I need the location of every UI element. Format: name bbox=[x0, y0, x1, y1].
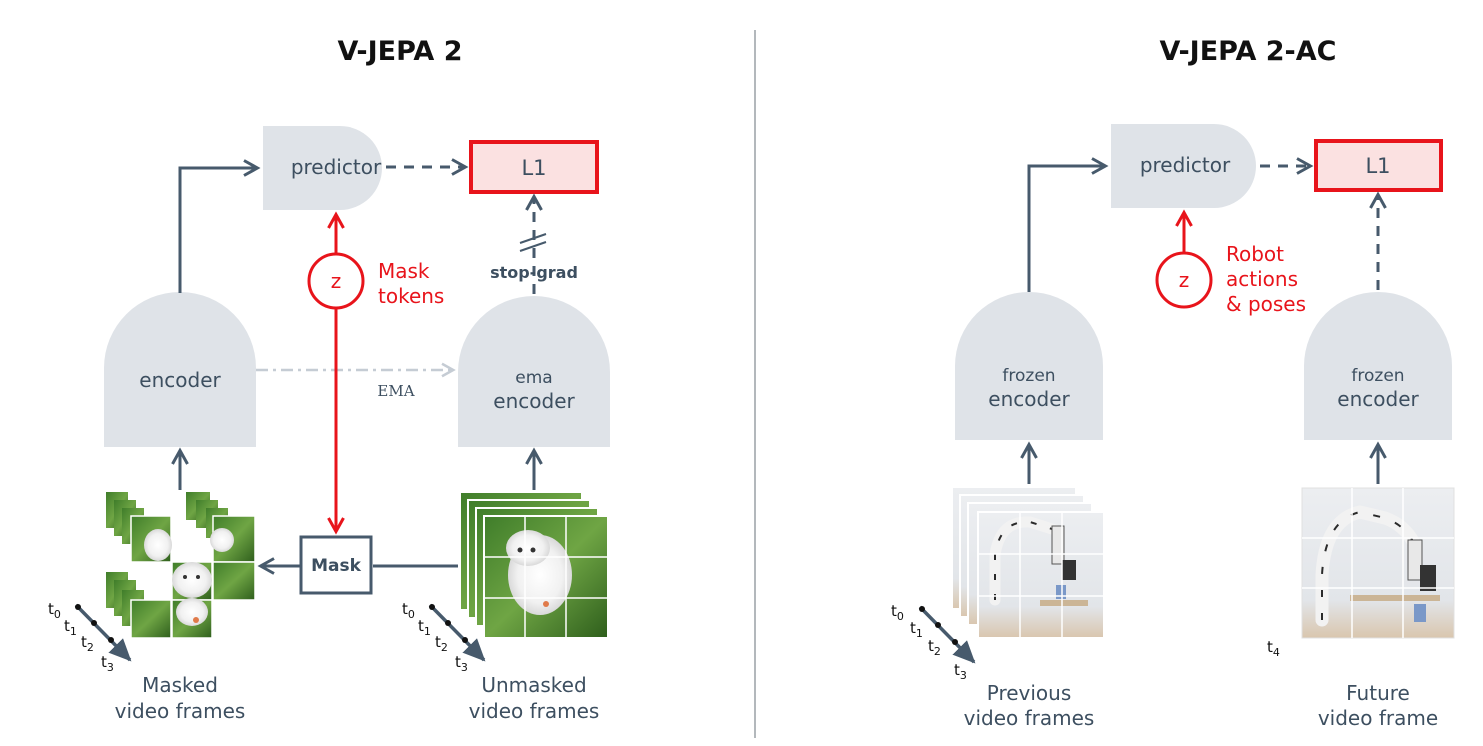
right-loss-box bbox=[1314, 139, 1443, 192]
previous-caption-2: video frames bbox=[964, 706, 1095, 730]
masked-time-axis: t0 t1 t2 t3 bbox=[48, 600, 132, 674]
unmasked-t2: t2 bbox=[435, 633, 448, 654]
right-frozen-encoder-future bbox=[1304, 292, 1452, 440]
masked-t2: t2 bbox=[81, 633, 94, 654]
stop-grad-slash-1 bbox=[519, 233, 547, 244]
stop-grad-slash-2 bbox=[519, 241, 547, 252]
previous-t1: t1 bbox=[910, 619, 923, 640]
right-frozen-encoder-future-label-2: encoder bbox=[1337, 387, 1419, 411]
left-z-label: z bbox=[331, 269, 342, 293]
masked-caption-1: Masked bbox=[142, 673, 218, 697]
masked-t3: t3 bbox=[101, 653, 114, 674]
mask-tokens-label-1: Mask bbox=[378, 259, 430, 283]
right-panel-title: V-JEPA 2-AC bbox=[1160, 36, 1337, 67]
unmasked-caption-2: video frames bbox=[469, 699, 600, 723]
right-loss-label: L1 bbox=[1365, 154, 1390, 178]
robot-actions-label-1: Robot bbox=[1226, 242, 1284, 266]
mask-tokens-label-2: tokens bbox=[378, 284, 444, 308]
left-ema-encoder-label-2: encoder bbox=[493, 389, 575, 413]
left-panel-title: V-JEPA 2 bbox=[337, 36, 462, 67]
right-z-label: z bbox=[1179, 268, 1190, 292]
left-loss-label: L1 bbox=[521, 156, 546, 180]
masked-caption-2: video frames bbox=[115, 699, 246, 723]
previous-caption-1: Previous bbox=[987, 681, 1072, 705]
ema-label: EMA bbox=[377, 382, 414, 400]
unmasked-t3: t3 bbox=[455, 653, 468, 674]
future-caption-1: Future bbox=[1346, 681, 1410, 705]
right-frozen-encoder-future-label-1: frozen bbox=[1351, 366, 1404, 386]
stop-grad-label: stop-grad bbox=[490, 263, 578, 282]
left-ema-encoder-label-1: ema bbox=[515, 368, 552, 388]
masked-video-frames bbox=[106, 492, 256, 639]
unmasked-video-frames bbox=[459, 491, 609, 639]
previous-t0: t0 bbox=[891, 602, 904, 623]
right-predictor-label: predictor bbox=[1140, 153, 1231, 177]
masked-t1: t1 bbox=[64, 617, 77, 638]
left-encoder-label: encoder bbox=[139, 368, 221, 392]
future-caption-2: video frame bbox=[1318, 706, 1438, 730]
unmasked-t1: t1 bbox=[418, 617, 431, 638]
future-video-frame bbox=[1301, 487, 1455, 639]
right-predictor-block bbox=[1111, 124, 1256, 208]
previous-video-frames bbox=[951, 486, 1105, 639]
masked-t0: t0 bbox=[48, 600, 61, 621]
left-loss-box bbox=[469, 140, 599, 194]
previous-time-axis: t0 t1 t2 t3 bbox=[891, 602, 976, 682]
mask-box-label: Mask bbox=[311, 556, 362, 576]
left-predictor-block bbox=[263, 126, 382, 210]
unmasked-time-axis: t0 t1 t2 t3 bbox=[402, 600, 486, 674]
right-frozen-encoder-previous-label-2: encoder bbox=[988, 387, 1070, 411]
future-t4: t4 bbox=[1267, 638, 1280, 659]
left-ema-encoder-block bbox=[458, 296, 610, 447]
robot-actions-label-3: & poses bbox=[1226, 292, 1306, 316]
right-frozen-encoder-previous-label-1: frozen bbox=[1002, 366, 1055, 386]
previous-t3: t3 bbox=[954, 661, 967, 682]
unmasked-caption-1: Unmasked bbox=[481, 673, 586, 697]
right-encoder-to-predictor-arrow bbox=[1027, 166, 1104, 292]
previous-t2: t2 bbox=[928, 637, 941, 658]
right-z-circle bbox=[1155, 251, 1213, 309]
robot-actions-label-2: actions bbox=[1226, 267, 1298, 291]
left-encoder-to-predictor-arrow bbox=[178, 168, 256, 293]
right-frozen-encoder-previous bbox=[955, 292, 1103, 440]
left-predictor-label: predictor bbox=[291, 155, 382, 179]
unmasked-t0: t0 bbox=[402, 600, 415, 621]
left-encoder-block bbox=[104, 292, 256, 447]
